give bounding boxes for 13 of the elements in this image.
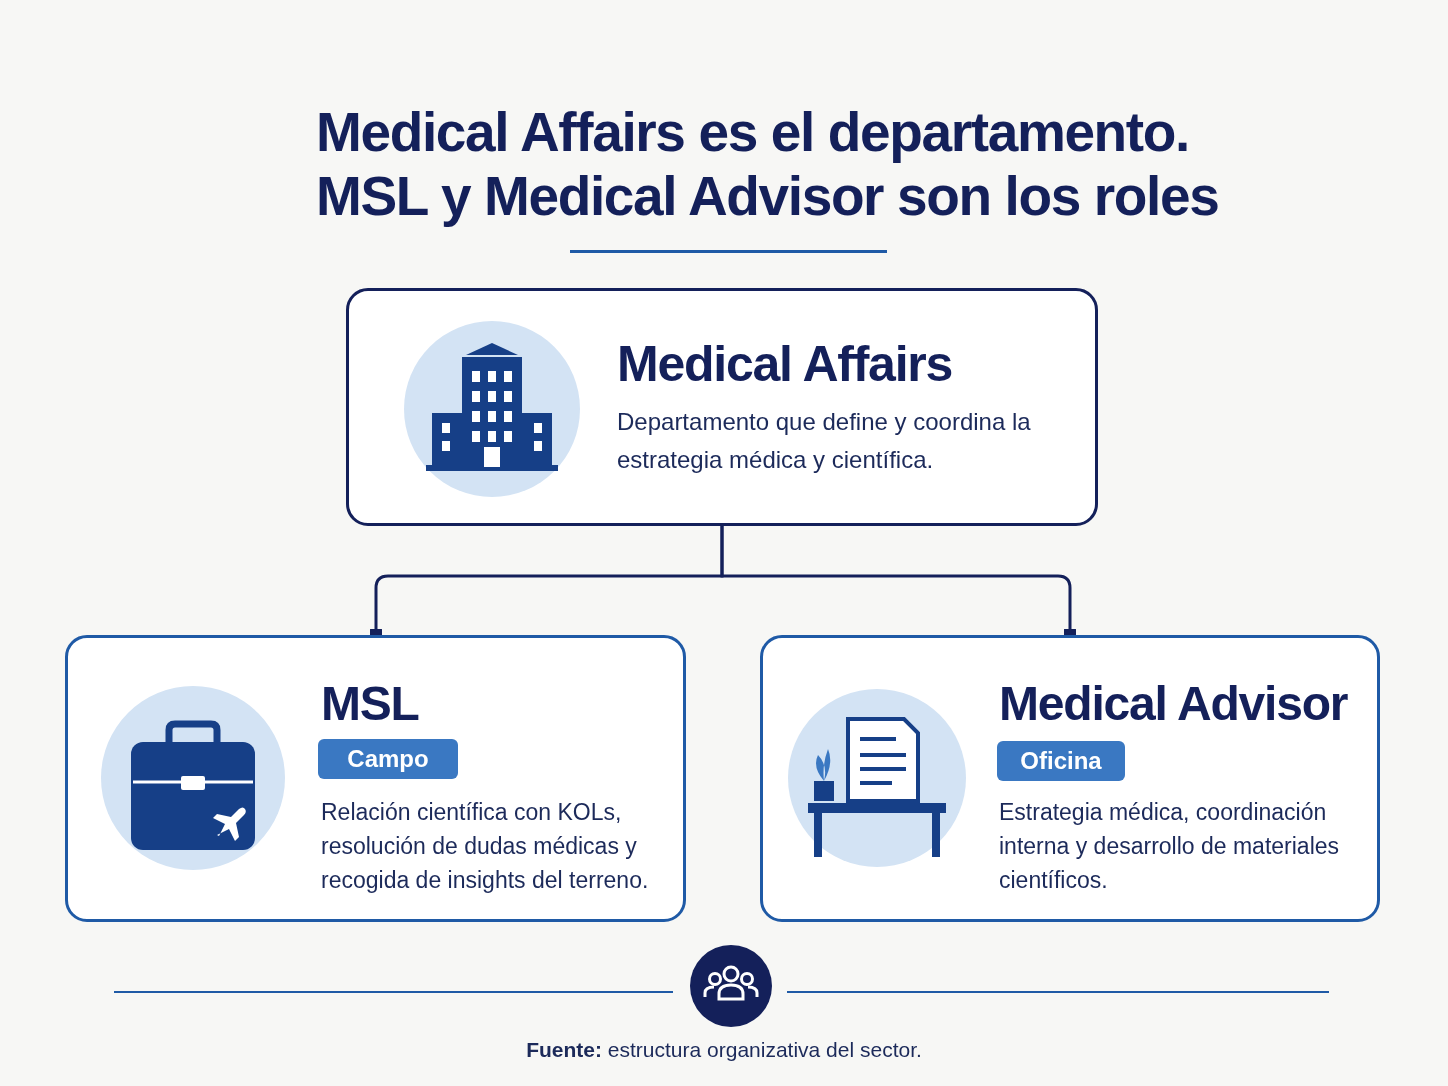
title: Medical Affairs es el departamento. MSL y Medical Advisor son los roles [316, 100, 1220, 228]
card-description: Estrategia médica, coordinación interna y desarrollo de materiales científicos. [999, 798, 1341, 895]
org-card [65, 635, 686, 922]
card-heading: Medical Affairs [617, 339, 953, 389]
source-caption: Fuente: estructura organizativa del sector. [525, 1037, 923, 1063]
card-description: Departamento que define y coordina la estrategia médica y científica. [617, 407, 1032, 475]
org-card [760, 635, 1380, 922]
org-card [346, 288, 1098, 526]
card-description: Relación científica con KOLs, resolución de dudas médicas y recogida de insights del terreno. [321, 798, 650, 895]
tag-badge: Oficina [997, 741, 1125, 781]
tag-badge: Campo [318, 739, 458, 779]
card-heading: Medical Advisor [999, 680, 1348, 728]
card-heading: MSL [321, 680, 419, 728]
